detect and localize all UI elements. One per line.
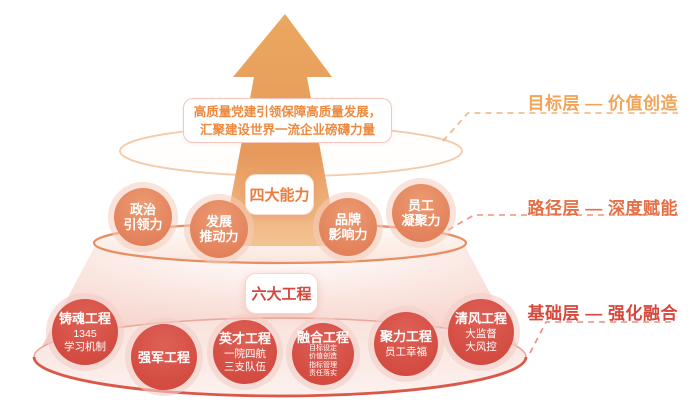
project-sub: 三支队伍 xyxy=(224,360,266,373)
project-title: 聚力工程 xyxy=(379,329,432,344)
project-sub: 责任落实 xyxy=(309,370,337,377)
side-label-text: 基础层 — 强化融合 xyxy=(527,303,678,323)
project-title: 强军工程 xyxy=(137,349,190,365)
capability-line: 推动力 xyxy=(199,229,239,244)
tier2-label-text: 四大能力 xyxy=(249,187,310,204)
capability-line: 发展 xyxy=(205,214,232,229)
side-label-base-layer: 基础层 — 强化融合 xyxy=(528,302,678,323)
project-circle-army-strengthening: 强军工程 xyxy=(131,324,197,390)
project-title: 融合工程 xyxy=(296,329,349,345)
project-circle-cohesion: 聚力工程 员工幸福 xyxy=(374,312,438,376)
project-title: 英才工程 xyxy=(218,330,271,346)
project-title: 清风工程 xyxy=(454,310,507,326)
project-sub: 指标管理 xyxy=(309,361,337,369)
project-circle-soul-casting: 铸魂工程 1345 学习机制 xyxy=(52,299,118,365)
capability-line: 引领力 xyxy=(123,217,163,232)
project-sub: 大监督 xyxy=(465,327,497,340)
goal-banner-line2: 汇聚建设世界一流企业磅礴力量 xyxy=(199,122,375,137)
side-label-path-layer: 路径层 — 深度赋能 xyxy=(528,197,678,218)
side-label-goal-layer: 目标层 — 价值创造 xyxy=(528,92,678,113)
side-label-text: 目标层 — 价值创造 xyxy=(527,93,678,113)
project-sub: 大风控 xyxy=(465,340,497,353)
capability-line: 政治 xyxy=(129,202,156,217)
tier3-label: 六大工程 xyxy=(245,273,318,314)
project-sub: 1345 xyxy=(73,327,97,340)
side-label-text: 路径层 — 深度赋能 xyxy=(527,198,678,218)
project-circle-integration: 融合工程 目标设定 价值创造 指标管理 责任落实 xyxy=(292,323,354,385)
project-sub: 员工幸福 xyxy=(385,346,427,358)
path-layer-connector xyxy=(447,214,678,231)
capability-line: 员工 xyxy=(407,198,434,213)
capability-line: 影响力 xyxy=(328,227,368,242)
project-sub: 学习机制 xyxy=(64,340,106,353)
goal-banner: 高质量党建引领保障高质量发展， 汇聚建设世界一流企业磅礴力量 xyxy=(183,98,392,143)
project-circle-clean-wind: 清风工程 大监督 大风控 xyxy=(448,299,514,365)
project-circle-talent: 英才工程 一院四航 三支队伍 xyxy=(213,320,277,384)
tier2-label: 四大能力 xyxy=(245,174,314,215)
base-layer-connector xyxy=(529,321,676,354)
capability-circle-development-drive: 发展 推动力 xyxy=(190,200,248,258)
capability-line: 凝聚力 xyxy=(401,213,441,228)
capability-circle-brand-influence: 品牌 影响力 xyxy=(319,198,377,256)
project-title: 铸魂工程 xyxy=(58,310,111,326)
goal-layer-connector xyxy=(442,112,678,142)
project-sub: 目标设定 xyxy=(309,344,337,352)
capability-circle-employee-cohesion: 员工 凝聚力 xyxy=(392,184,450,242)
project-sub: 一院四航 xyxy=(224,347,266,360)
capability-circle-political-leadership: 政治 引领力 xyxy=(114,188,172,246)
capability-line: 品牌 xyxy=(334,212,361,227)
goal-banner-line1: 高质量党建引领保障高质量发展， xyxy=(193,104,382,119)
base-tier-front-arc xyxy=(32,356,528,398)
project-sub: 价值创造 xyxy=(309,353,337,360)
tier3-label-text: 六大工程 xyxy=(251,286,312,303)
